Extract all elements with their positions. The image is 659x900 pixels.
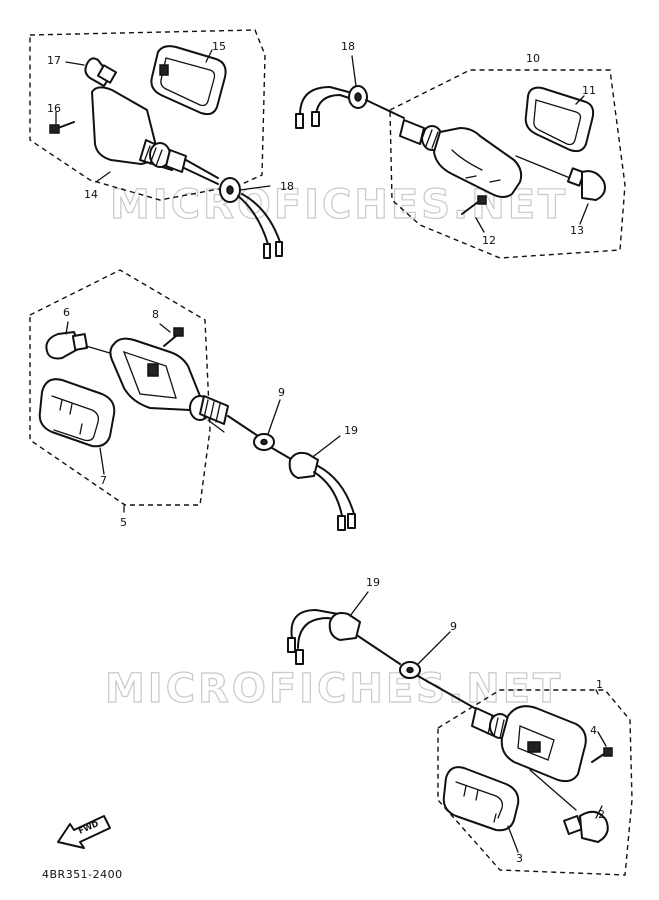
terminal-14b: [275, 241, 283, 257]
turn-signal-assembly-10: [295, 55, 626, 259]
callout-7: 7: [100, 474, 107, 487]
callout-11: 11: [582, 84, 596, 97]
callout-16: 16: [47, 102, 61, 115]
callout-19-bottom: 19: [366, 576, 380, 589]
drawing-code: 4BR351-2400: [42, 868, 123, 881]
group-outline-10: [389, 69, 626, 259]
turn-signal-assembly-5: [29, 269, 356, 531]
bulb-17: [65, 57, 118, 87]
screw-12: [461, 195, 487, 233]
screw-16: [49, 111, 75, 134]
wire-14b: [241, 193, 281, 243]
fwd-arrow-icon: FWD: [57, 815, 111, 849]
wire-14a: [237, 195, 269, 245]
callout-18-left: 18: [280, 180, 294, 193]
callout-14: 14: [84, 188, 98, 201]
bulb-13: [515, 155, 606, 225]
callout-10: 10: [526, 52, 540, 65]
grommet-18-left: [219, 177, 271, 203]
housing-10: [399, 119, 523, 198]
screw-4: [591, 731, 613, 763]
callout-5: 5: [120, 516, 127, 529]
grommet-19-bottom: [287, 591, 401, 665]
callout-8: 8: [152, 308, 159, 321]
callout-4: 4: [590, 724, 597, 737]
callout-3: 3: [516, 852, 523, 865]
bulb-2: [563, 805, 609, 843]
callout-17: 17: [47, 54, 61, 67]
group-outline-5: [29, 269, 211, 506]
housing-1: [471, 705, 587, 811]
lens-15: [150, 45, 227, 116]
housing-14: [91, 86, 219, 185]
group-outline-1: [437, 689, 633, 876]
lens-11: [524, 86, 595, 153]
watermark-bottom: MICROFICHES.NET: [105, 666, 563, 712]
callout-15: 15: [212, 40, 226, 53]
callout-9-bottom: 9: [450, 620, 457, 633]
grommet-18-right: [295, 55, 405, 129]
lens-7: [38, 378, 116, 475]
callout-19-middle: 19: [344, 424, 358, 437]
terminal-14a: [263, 243, 271, 259]
housing-5: [109, 337, 259, 437]
callout-13: 13: [570, 224, 584, 237]
turn-signal-assembly-14: [29, 29, 283, 259]
callout-12: 12: [482, 234, 496, 247]
callout-9-middle: 9: [278, 386, 285, 399]
callout-18-right: 18: [341, 40, 355, 53]
grommet-9-middle: [253, 399, 297, 463]
grommet-9-bottom: [399, 631, 479, 711]
callout-6: 6: [63, 306, 70, 319]
bulb-6: [45, 321, 121, 360]
callout-1: 1: [596, 678, 603, 691]
grommet-19-middle: [288, 435, 356, 531]
screw-8: [159, 323, 184, 347]
lens-3: [442, 766, 520, 853]
turn-signal-assembly-1: [287, 591, 633, 876]
callout-2: 2: [598, 808, 605, 821]
